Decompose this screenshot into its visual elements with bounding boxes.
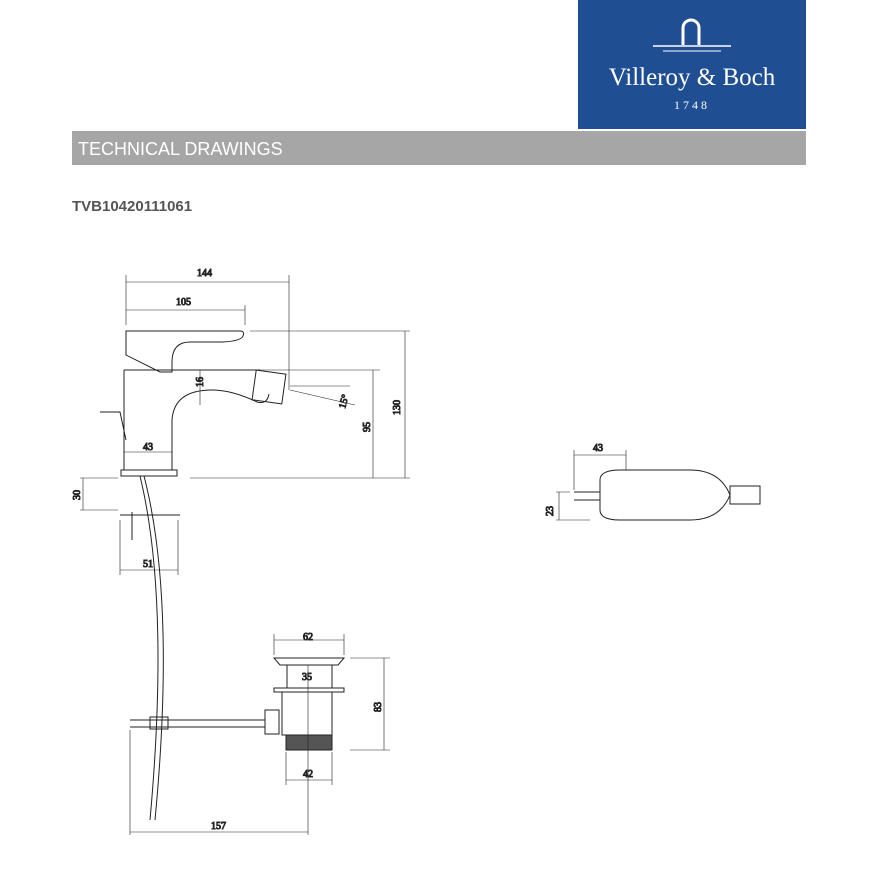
top-view: 43 23 bbox=[545, 443, 761, 521]
dim-130: 130 bbox=[392, 400, 403, 415]
villeroy-boch-logo: Villeroy & Boch 1748 bbox=[578, 0, 806, 129]
dim-144: 144 bbox=[197, 268, 212, 279]
logo-year: 1748 bbox=[674, 98, 710, 112]
dim-23: 23 bbox=[545, 506, 556, 516]
dim-43: 43 bbox=[143, 442, 153, 453]
dim-35: 35 bbox=[302, 672, 312, 683]
product-code: TVB10420111061 bbox=[72, 198, 193, 215]
water-arch-icon bbox=[653, 18, 731, 52]
section-title: TECHNICAL DRAWINGS bbox=[78, 139, 283, 159]
dim-62: 62 bbox=[303, 632, 313, 643]
dim-30: 30 bbox=[72, 490, 83, 500]
dim-15deg: 15° bbox=[337, 393, 351, 409]
dim-top-43: 43 bbox=[593, 443, 603, 454]
dim-51: 51 bbox=[143, 559, 153, 570]
side-view: 144 105 16 15° 130 95 43 30 51 bbox=[72, 268, 410, 821]
dim-157: 157 bbox=[211, 821, 226, 832]
section-header: TECHNICAL DRAWINGS bbox=[72, 131, 806, 165]
logo-brand: Villeroy & Boch bbox=[608, 64, 776, 91]
dim-42: 42 bbox=[303, 769, 313, 780]
dim-16: 16 bbox=[195, 377, 206, 387]
dim-95: 95 bbox=[362, 422, 373, 432]
dim-83: 83 bbox=[373, 702, 384, 712]
waste-view: 62 35 83 42 157 bbox=[129, 632, 390, 835]
dim-105: 105 bbox=[176, 297, 191, 308]
